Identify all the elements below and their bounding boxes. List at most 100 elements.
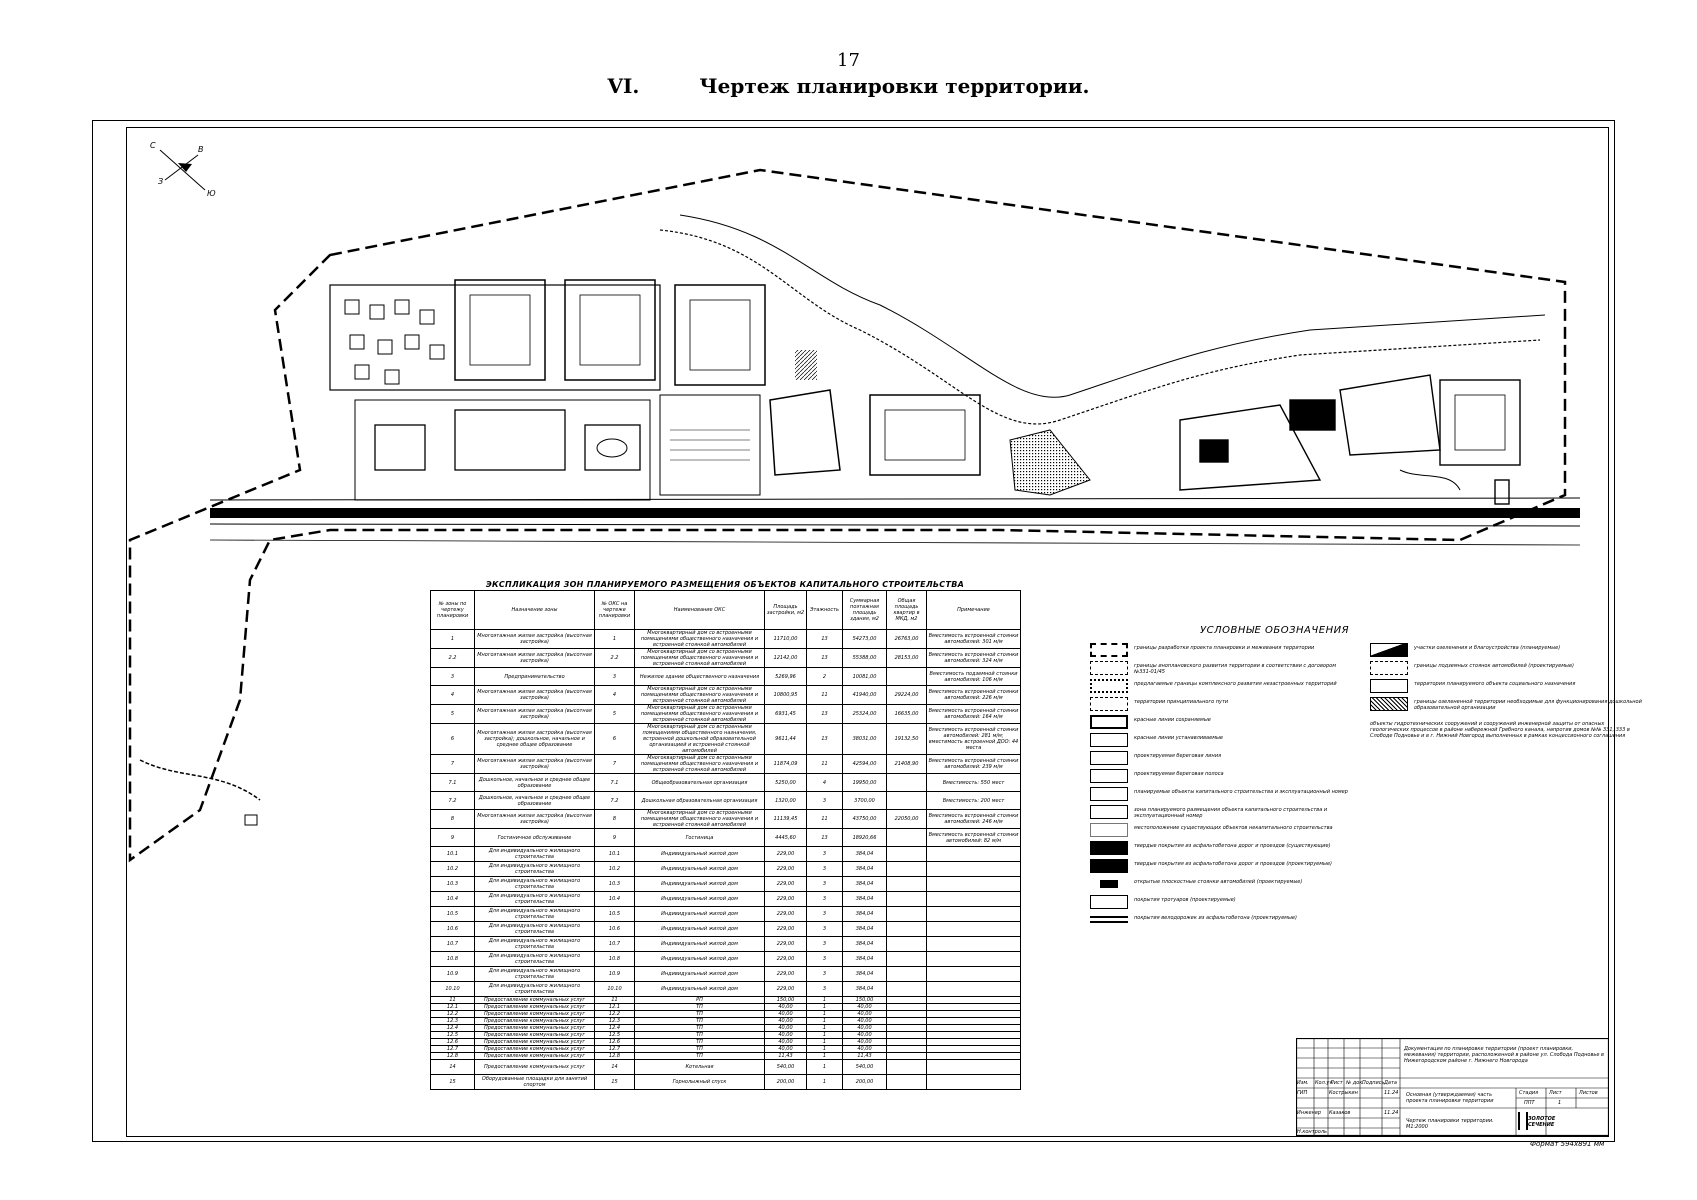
table-cell-oks: 7 — [594, 754, 635, 774]
table-cell-apt — [886, 936, 927, 952]
sheet-format: Формат 594х891 мм — [1530, 1140, 1605, 1148]
table-cell-oks: 10.6 — [594, 921, 635, 937]
table-cell-purpose: Гостиничное обслуживание — [474, 828, 595, 847]
table-cell-purpose: Предоставление коммунальных услуг — [474, 1024, 595, 1032]
table-cell-apt: 29224,00 — [886, 685, 927, 705]
legend-symbol — [1090, 841, 1128, 855]
table-cell-zone: 8 — [430, 809, 475, 829]
table-cell-zone: 10.1 — [430, 846, 475, 862]
table-cell-total: 55388,00 — [842, 648, 887, 668]
table-cell-purpose: Для индивидуального жилищного строительс… — [474, 951, 595, 967]
table-cell-floors: 3 — [806, 861, 843, 877]
explication-body: 1 Многоэтажная жилая застройка (высотная … — [430, 629, 1021, 1090]
table-cell-area: 40,00 — [764, 1017, 807, 1025]
table-cell-area: 229,00 — [764, 891, 807, 907]
col-apt: Общая площадь квартир в МКД, м2 — [886, 590, 927, 630]
table-cell-apt — [886, 1045, 927, 1053]
table-cell-floors: 1 — [806, 1010, 843, 1018]
table-cell-oks: 7.1 — [594, 773, 635, 792]
legend-label: красные линии сохраняемые — [1134, 717, 1211, 723]
table-cell-note — [926, 1024, 1021, 1032]
stamp-head-izm: Изм. — [1297, 1080, 1309, 1086]
table-cell-note — [926, 921, 1021, 937]
section-title: VI.Чертеж планировки территории. — [0, 74, 1697, 98]
table-cell-note: Вместимость встроенной стоянки автомобил… — [926, 704, 1021, 724]
table-cell-purpose: Предоставление коммунальных услуг — [474, 1031, 595, 1039]
table-cell-note — [926, 1031, 1021, 1039]
col-purpose: Назначение зоны — [474, 590, 595, 630]
table-cell-purpose: Многоэтажная жилая застройка (высотная з… — [474, 629, 595, 649]
explication-table: ЭКСПЛИКАЦИЯ ЗОН ПЛАНИРУЕМОГО РАЗМЕЩЕНИЯ … — [430, 580, 1021, 1090]
compass-w: З — [158, 177, 163, 186]
table-cell-zone: 4 — [430, 685, 475, 705]
legend-symbol — [1090, 916, 1128, 923]
table-cell-total: 40,00 — [842, 1045, 887, 1053]
table-cell-total: 41940,00 — [842, 685, 887, 705]
table-cell-name: Индивидуальный жилой дом — [634, 846, 765, 862]
stamp-stage: ППТ — [1524, 1100, 1535, 1106]
col-name: Наименование ОКС — [634, 590, 765, 630]
compass-s: Ю — [207, 189, 216, 198]
table-cell-purpose: Для индивидуального жилищного строительс… — [474, 966, 595, 982]
table-cell-apt: 26763,00 — [886, 629, 927, 649]
table-cell-note — [926, 966, 1021, 982]
legend-symbol — [1370, 679, 1408, 693]
table-cell-apt: 19132,50 — [886, 723, 927, 755]
legend-label: границы подземных стоянок автомобилей (п… — [1414, 663, 1574, 669]
stamp-description: Документация по планировке территории (п… — [1404, 1046, 1604, 1064]
table-cell-note: Вместимость: 550 мест — [926, 773, 1021, 792]
table-cell-note — [926, 996, 1021, 1004]
table-cell-apt — [886, 951, 927, 967]
table-cell-floors: 1 — [806, 1074, 843, 1090]
table-cell-floors: 13 — [806, 648, 843, 668]
table-cell-zone: 14 — [430, 1059, 475, 1075]
table-cell-note: Вместимость встроенной стоянки автомобил… — [926, 754, 1021, 774]
table-cell-oks: 10.7 — [594, 936, 635, 952]
legend-symbol — [1090, 877, 1128, 891]
table-cell-oks: 15 — [594, 1074, 635, 1090]
table-cell-oks: 12.3 — [594, 1017, 635, 1025]
table-cell-area: 40,00 — [764, 1003, 807, 1011]
table-cell-zone: 12.5 — [430, 1031, 475, 1039]
table-cell-note — [926, 876, 1021, 892]
table-cell-zone: 12.7 — [430, 1045, 475, 1053]
development-boundary — [128, 168, 1567, 863]
table-cell-zone: 10.7 — [430, 936, 475, 952]
table-cell-zone: 3 — [430, 667, 475, 686]
legend-title: УСЛОВНЫЕ ОБОЗНАЧЕНИЯ — [1200, 625, 1350, 636]
table-cell-total: 40,00 — [842, 1031, 887, 1039]
stamp-company: ЗОЛОТОЕ СЕЧЕНИЕ — [1528, 1116, 1556, 1128]
company-logo-icon — [1518, 1112, 1528, 1130]
table-cell-name: ТП — [634, 1052, 765, 1060]
table-cell-floors: 1 — [806, 1003, 843, 1011]
legend-label: территории принципиального пути — [1134, 699, 1229, 705]
legend-symbol — [1090, 643, 1128, 657]
table-cell-floors: 13 — [806, 828, 843, 847]
table-cell-zone: 12.8 — [430, 1052, 475, 1060]
table-cell-name: Индивидуальный жилой дом — [634, 891, 765, 907]
table-cell-area: 229,00 — [764, 966, 807, 982]
table-cell-apt — [886, 1003, 927, 1011]
stamp-head-doc: № док. — [1346, 1080, 1364, 1086]
table-cell-apt: 22050,00 — [886, 809, 927, 829]
legend-symbol — [1090, 769, 1128, 783]
table-cell-apt — [886, 981, 927, 997]
table-cell-total: 384,04 — [842, 951, 887, 967]
legend-label: твердые покрытия из асфальтобетона дорог… — [1134, 843, 1331, 849]
table-cell-floors: 3 — [806, 936, 843, 952]
table-cell-oks: 10.9 — [594, 966, 635, 982]
table-cell-total: 40,00 — [842, 1024, 887, 1032]
table-cell-floors: 1 — [806, 1031, 843, 1039]
table-cell-purpose: Предоставление коммунальных услуг — [474, 1038, 595, 1046]
stamp-head-koluch: Кол.уч — [1315, 1080, 1333, 1086]
table-cell-area: 150,00 — [764, 996, 807, 1004]
stamp-sheet-head: Лист — [1549, 1090, 1562, 1096]
